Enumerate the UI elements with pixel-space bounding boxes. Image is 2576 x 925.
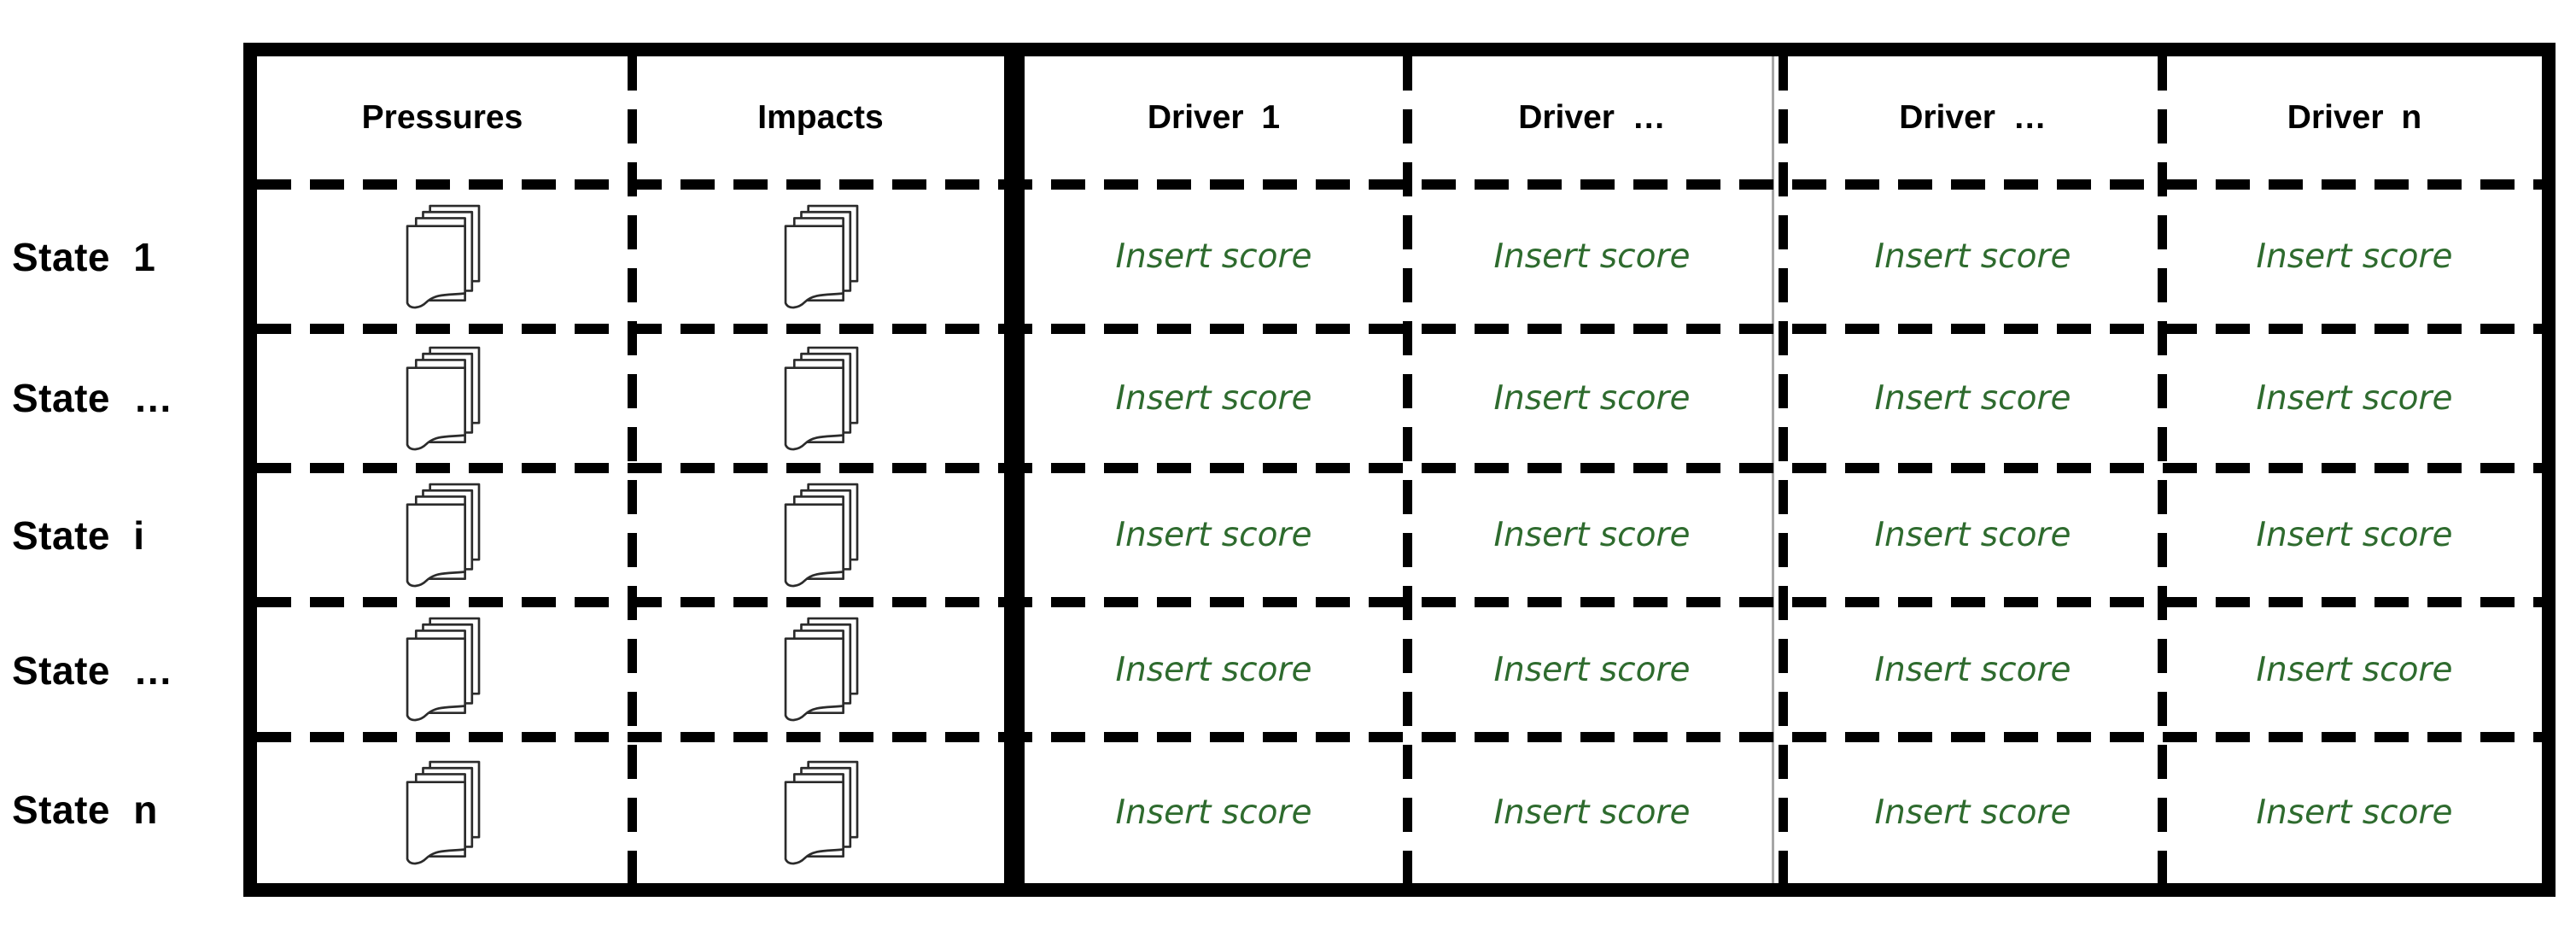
pressures-documents-cell (257, 742, 628, 883)
score-cell[interactable]: Insert score (1025, 473, 1403, 597)
score-cell[interactable]: Insert score (1412, 742, 1772, 883)
documents-stack-icon (776, 344, 865, 454)
score-cell[interactable]: Insert score (1412, 607, 1772, 732)
pressures-documents-cell (257, 607, 628, 732)
score-cell[interactable]: Insert score (1788, 607, 2158, 732)
score-cell[interactable]: Insert score (2167, 742, 2542, 883)
column-header-driver-3: Driver … (1788, 56, 2158, 179)
documents-stack-icon (776, 758, 865, 868)
documents-stack-icon (776, 202, 865, 312)
documents-stack-icon (776, 615, 865, 724)
dashed-divider-horizontal (257, 179, 2542, 190)
column-header-driver-n: Driver n (2167, 56, 2542, 179)
pressures-documents-cell (257, 190, 628, 324)
dashed-divider-horizontal (257, 732, 2542, 742)
score-cell[interactable]: Insert score (2167, 334, 2542, 463)
column-header-pressures: Pressures (257, 56, 628, 179)
score-cell[interactable]: Insert score (1025, 334, 1403, 463)
impacts-documents-cell (637, 473, 1004, 597)
dashed-divider-horizontal (257, 597, 2542, 607)
row-label: State … (12, 648, 173, 693)
documents-stack-icon (776, 481, 865, 590)
score-cell[interactable]: Insert score (1025, 190, 1403, 324)
documents-stack-icon (398, 481, 487, 590)
row-label: State 1 (12, 235, 156, 279)
score-cell[interactable]: Insert score (1025, 607, 1403, 732)
score-cell[interactable]: Insert score (1788, 473, 2158, 597)
score-cell[interactable]: Insert score (1788, 742, 2158, 883)
column-header-impacts: Impacts (637, 56, 1004, 179)
score-cell[interactable]: Insert score (2167, 607, 2542, 732)
row-label: State n (12, 787, 158, 832)
scoring-matrix-table: Pressures Impacts Driver 1 Driver … Driv… (243, 43, 2556, 897)
row-label: State i (12, 513, 145, 558)
row-label: State … (12, 376, 173, 420)
documents-stack-icon (398, 615, 487, 724)
documents-stack-icon (398, 202, 487, 312)
score-cell[interactable]: Insert score (1788, 334, 2158, 463)
score-cell[interactable]: Insert score (1788, 190, 2158, 324)
impacts-documents-cell (637, 334, 1004, 463)
score-cell[interactable]: Insert score (2167, 190, 2542, 324)
impacts-documents-cell (637, 742, 1004, 883)
column-header-driver-2: Driver … (1412, 56, 1772, 179)
score-cell[interactable]: Insert score (2167, 473, 2542, 597)
documents-stack-icon (398, 344, 487, 454)
dashed-divider-horizontal (257, 463, 2542, 473)
pressures-documents-cell (257, 473, 628, 597)
score-cell[interactable]: Insert score (1412, 473, 1772, 597)
column-header-driver-1: Driver 1 (1025, 56, 1403, 179)
score-cell[interactable]: Insert score (1412, 190, 1772, 324)
documents-stack-icon (398, 758, 487, 868)
score-cell[interactable]: Insert score (1025, 742, 1403, 883)
impacts-documents-cell (637, 607, 1004, 732)
score-cell[interactable]: Insert score (1412, 334, 1772, 463)
impacts-documents-cell (637, 190, 1004, 324)
pressures-documents-cell (257, 334, 628, 463)
dashed-divider-horizontal (257, 324, 2542, 334)
